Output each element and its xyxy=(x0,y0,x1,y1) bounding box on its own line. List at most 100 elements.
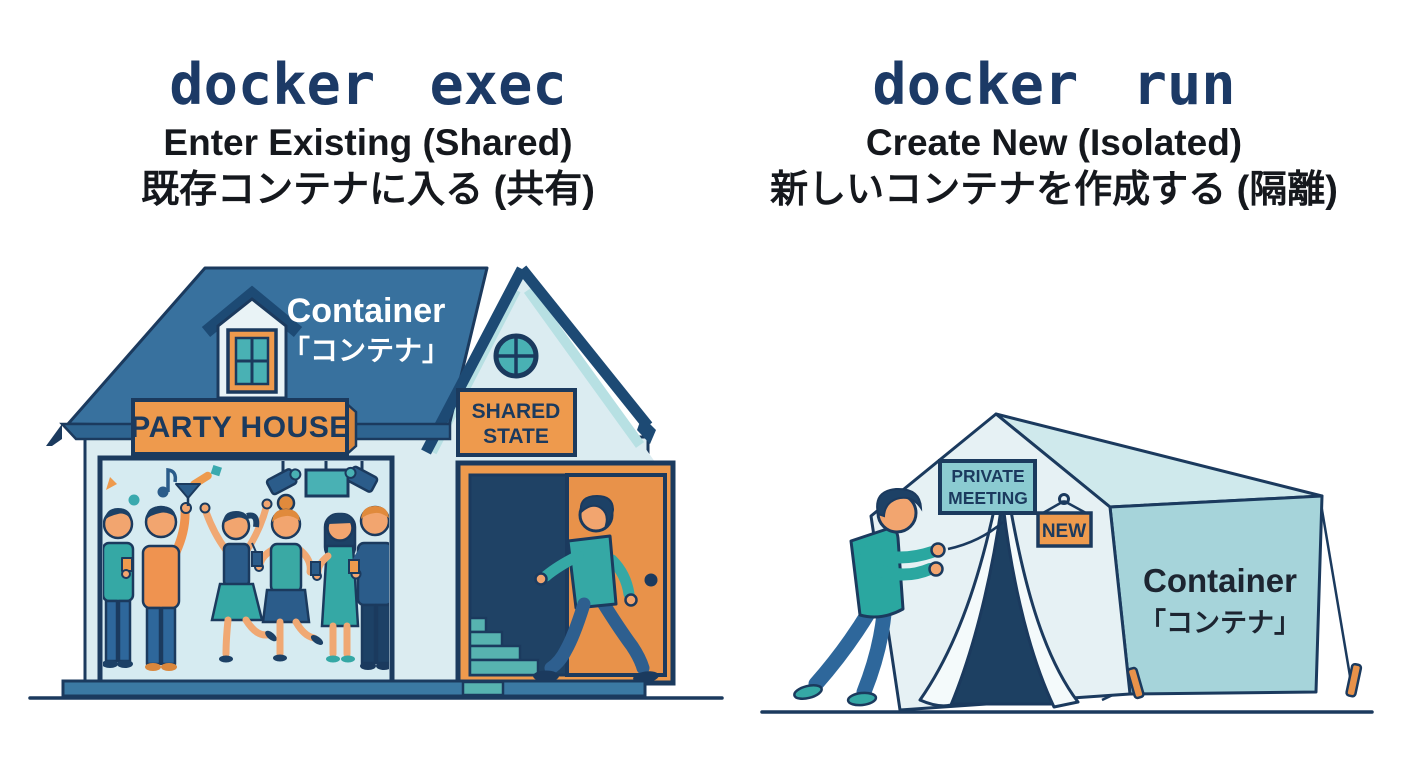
house-base xyxy=(61,679,647,698)
sign-board xyxy=(131,398,349,456)
lower-arm xyxy=(864,561,936,581)
house-container-label-ja: 「コンテナ」 xyxy=(282,334,450,366)
docker-exec-title: docker exec xyxy=(169,52,567,118)
leg xyxy=(375,603,389,665)
left-subtitle-japanese: 既存コンテナに入る (共有) xyxy=(141,168,595,211)
hair xyxy=(361,506,389,519)
hair xyxy=(579,494,615,528)
new-text: NEW xyxy=(1042,521,1086,542)
torso xyxy=(222,542,251,588)
torso xyxy=(269,542,303,594)
tent-peg-right xyxy=(1345,662,1363,698)
gable-roof-right-edge xyxy=(517,265,653,430)
shoe xyxy=(376,662,389,670)
party-house-sign: PARTY HOUSE xyxy=(130,398,358,457)
shoe xyxy=(103,660,118,668)
interior-steps xyxy=(468,616,540,677)
ponytail xyxy=(246,512,260,528)
cup xyxy=(251,551,263,567)
left-flap xyxy=(918,474,1006,708)
right-header: docker run Create New (Isolated) 新しいコンテナ… xyxy=(700,52,1408,212)
meeting-text: MEETING xyxy=(948,488,1028,508)
private-text: PRIVATE xyxy=(951,466,1024,486)
eave-end-cap xyxy=(637,416,656,444)
back-leg xyxy=(593,591,650,675)
gable-roof-left-edge xyxy=(421,266,527,455)
confetti xyxy=(128,494,140,506)
skirt xyxy=(210,582,264,622)
shoe xyxy=(326,655,340,663)
hanger-string xyxy=(1063,499,1087,515)
sign-board xyxy=(456,388,577,457)
docker-run-title: docker run xyxy=(872,52,1236,118)
spotlight-icon xyxy=(265,468,302,496)
shoe xyxy=(265,630,277,642)
tag-board xyxy=(1036,511,1093,548)
hair-fringe xyxy=(328,513,352,524)
confetti xyxy=(210,464,222,477)
hair xyxy=(146,506,176,520)
hand xyxy=(928,561,944,577)
confetti xyxy=(106,477,117,490)
shoe xyxy=(310,635,324,645)
cup xyxy=(121,557,133,572)
leg xyxy=(160,606,177,666)
dormer-roof xyxy=(201,285,303,338)
shoe xyxy=(273,654,287,662)
hair xyxy=(223,511,249,524)
hand xyxy=(180,502,192,514)
hand xyxy=(121,569,131,579)
hanger-ring xyxy=(1058,493,1070,505)
leg xyxy=(360,603,377,665)
hair-bun xyxy=(276,493,296,513)
front-leg xyxy=(856,606,892,700)
leg xyxy=(242,616,271,639)
tent-person xyxy=(793,487,946,707)
party-house-illustration: Container 「コンテナ」 PARTY HOUSE SHARED STAT… xyxy=(28,265,724,700)
tent-peg-left xyxy=(1126,666,1145,700)
shoe xyxy=(117,660,133,668)
private-meeting-sign: PRIVATE MEETING xyxy=(938,459,1037,515)
left-subtitle-english: Enter Existing (Shared) xyxy=(163,121,573,163)
party-window xyxy=(97,455,395,686)
shoe xyxy=(145,663,161,671)
party-house-text: PARTY HOUSE xyxy=(130,411,349,444)
tent-illustration: PRIVATE MEETING NEW Container 「コンテナ」 xyxy=(760,412,1374,714)
music-note-icon xyxy=(157,468,178,498)
shoe xyxy=(360,662,376,670)
house-container-label-en: Container xyxy=(287,292,446,330)
new-tag: NEW xyxy=(1036,493,1093,548)
shared-state-sign: SHARED STATE xyxy=(456,388,577,457)
hair xyxy=(876,487,923,518)
shoe xyxy=(533,670,559,682)
guy-rope-right xyxy=(1318,497,1354,689)
flap-cord xyxy=(947,521,1004,551)
tent-container-label-ja: 「コンテナ」 xyxy=(1139,607,1301,638)
cup xyxy=(310,561,321,576)
entering-person xyxy=(533,494,659,683)
straw xyxy=(251,542,257,553)
back-arm xyxy=(606,554,635,600)
party-guest-navy-man xyxy=(348,505,389,670)
state-text: STATE xyxy=(483,425,549,448)
leg xyxy=(117,599,132,663)
upper-arm xyxy=(860,546,938,564)
hand xyxy=(930,542,946,558)
gable-trim-right xyxy=(523,287,645,448)
door-knob xyxy=(644,573,658,587)
back-leg xyxy=(808,604,877,692)
shared-text: SHARED xyxy=(472,400,561,423)
right-subtitle-japanese: 新しいコンテナを作成する (隔離) xyxy=(770,168,1338,211)
left-header: docker exec Enter Existing (Shared) 既存コン… xyxy=(0,52,736,212)
shoe xyxy=(793,684,823,700)
leg xyxy=(104,599,119,663)
right-subtitle-english: Create New (Isolated) xyxy=(865,121,1243,163)
tent-container-label-en: Container xyxy=(1143,562,1297,599)
party-guest-teal-man xyxy=(103,508,135,668)
party-guest-bun-woman xyxy=(251,493,324,662)
hand xyxy=(199,502,211,514)
dormer xyxy=(201,285,303,400)
hand xyxy=(624,593,638,607)
torso xyxy=(141,544,181,610)
martini-glass xyxy=(175,483,201,499)
